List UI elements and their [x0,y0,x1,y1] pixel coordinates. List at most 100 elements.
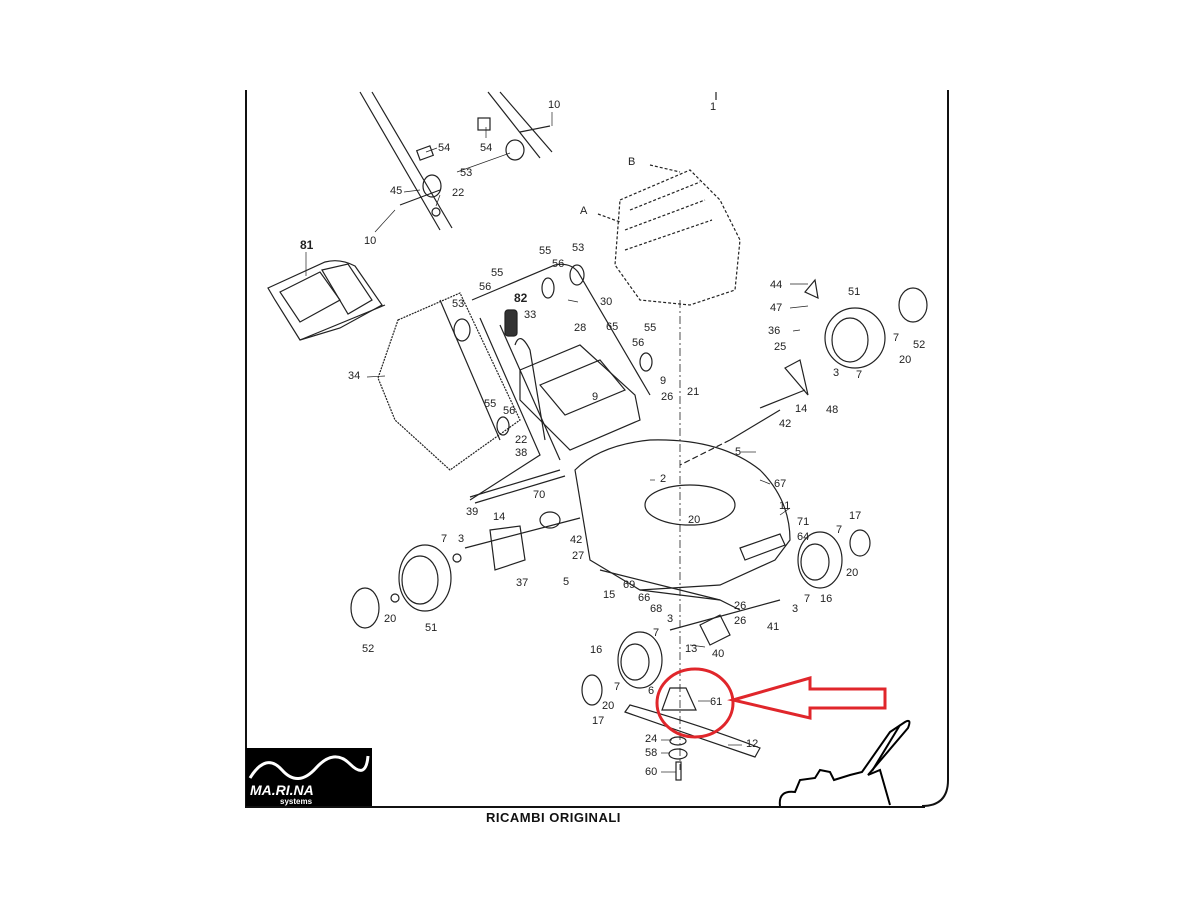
part-label[interactable]: 56 [552,258,565,270]
blade-adapter [661,687,697,711]
part-label[interactable]: 24 [645,733,658,745]
part-label[interactable]: 81 [300,238,314,252]
part-label[interactable]: 44 [770,279,783,291]
part-label[interactable]: 15 [603,589,616,601]
part-label[interactable]: 9 [592,391,599,403]
part-label[interactable]: 7 [614,681,621,693]
lower-handle-frame [453,263,653,501]
part-label[interactable]: 41 [767,621,780,633]
part-label[interactable]: 5 [563,576,570,588]
part-label[interactable]: 48 [826,404,839,416]
part-label[interactable]: 12 [746,738,759,750]
part-label[interactable]: 9 [660,375,667,387]
part-label[interactable]: 20 [384,613,397,625]
part-label[interactable]: 71 [797,516,810,528]
part-label[interactable]: 53 [572,242,585,254]
part-label[interactable]: 33 [524,309,537,321]
part-label[interactable]: 20 [899,354,912,366]
part-label[interactable]: 64 [797,531,810,543]
part-label[interactable]: 51 [425,622,438,634]
part-label[interactable]: 54 [480,142,493,154]
part-label[interactable]: 53 [460,167,473,179]
part-label[interactable]: 28 [574,322,587,334]
part-label[interactable]: 40 [712,648,725,660]
part-label[interactable]: 22 [452,187,465,199]
part-label[interactable]: 16 [590,644,603,656]
part-label[interactable]: 53 [452,298,465,310]
part-label[interactable]: 3 [458,533,465,545]
part-label[interactable]: 66 [638,592,651,604]
engine-outline [597,164,741,306]
part-label[interactable]: 68 [650,603,663,615]
part-label[interactable]: 17 [849,510,862,522]
part-label[interactable]: 26 [734,600,747,612]
part-label[interactable]: 10 [548,99,561,111]
part-label[interactable]: 20 [602,700,615,712]
part-label[interactable]: 55 [491,267,504,279]
part-label[interactable]: 55 [484,398,497,410]
part-label[interactable]: 70 [533,489,546,501]
part-label[interactable]: 20 [688,514,701,526]
part-label[interactable]: 52 [913,339,926,351]
part-label[interactable]: 3 [833,367,840,379]
grass-bag [377,292,521,471]
part-label[interactable]: 37 [516,577,529,589]
part-label[interactable]: 2 [660,473,667,485]
part-label[interactable]: 6 [648,685,655,697]
part-label[interactable]: 55 [539,245,552,257]
part-label[interactable]: 17 [592,715,605,727]
part-label[interactable]: 11 [779,500,791,512]
part-label[interactable]: 25 [774,341,787,353]
part-label[interactable]: 36 [768,325,781,337]
part-label[interactable]: 7 [836,524,843,536]
frame-left-border [245,90,247,808]
discharge-chute [519,344,641,451]
highlighted-part-label[interactable]: 61 [710,696,723,708]
part-label[interactable]: 7 [856,369,863,381]
part-label[interactable]: 51 [848,286,861,298]
part-label[interactable]: 3 [667,613,674,625]
part-label[interactable]: 1 [710,101,717,113]
part-label[interactable]: 26 [661,391,674,403]
part-label[interactable]: 56 [632,337,645,349]
part-label[interactable]: 27 [572,550,585,562]
part-label[interactable]: 7 [893,332,900,344]
part-label[interactable]: 56 [503,405,516,417]
part-label[interactable]: 22 [515,434,528,446]
part-label[interactable]: 42 [570,534,583,546]
part-label[interactable]: 34 [348,370,361,382]
part-label[interactable]: 55 [644,322,657,334]
part-label[interactable]: 7 [804,593,811,605]
part-label[interactable]: 5 [735,446,742,458]
highlight-circle [655,667,735,739]
part-label[interactable]: 13 [685,643,698,655]
part-label[interactable]: 26 [734,615,747,627]
part-label[interactable]: 16 [820,593,833,605]
part-label[interactable]: 21 [687,386,700,398]
part-label[interactable]: 60 [645,766,658,778]
part-label[interactable]: 30 [600,296,613,308]
part-label[interactable]: 47 [770,302,783,314]
wave-logo-icon [248,755,370,780]
part-label[interactable]: 69 [623,579,636,591]
part-label[interactable]: 39 [466,506,479,518]
part-label[interactable]: 38 [515,447,528,459]
part-label[interactable]: 14 [795,403,808,415]
part-label[interactable]: 67 [774,478,787,490]
part-label[interactable]: 20 [846,567,859,579]
part-label[interactable]: 10 [364,235,377,247]
part-label[interactable]: 14 [493,511,506,523]
part-label[interactable]: 42 [779,418,792,430]
part-label[interactable]: 3 [792,603,799,615]
part-label[interactable]: 58 [645,747,658,759]
front-left-wheel [581,631,663,706]
blade-washer [669,736,687,746]
part-label[interactable]: 7 [441,533,448,545]
part-label[interactable]: 65 [606,321,619,333]
part-label[interactable]: 7 [653,627,660,639]
part-label[interactable]: 45 [390,185,403,197]
part-label[interactable]: 82 [514,291,528,305]
part-label[interactable]: 52 [362,643,375,655]
part-label[interactable]: 56 [479,281,492,293]
part-label[interactable]: 54 [438,142,451,154]
